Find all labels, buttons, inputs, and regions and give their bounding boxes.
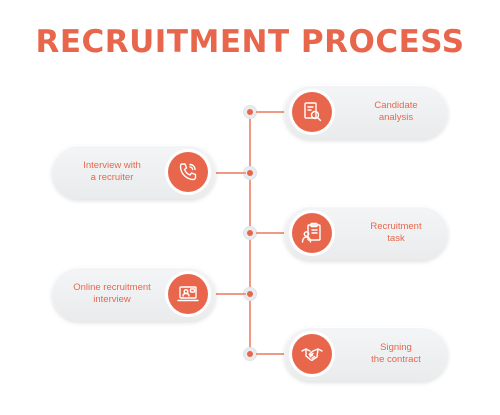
laptop-video-icon: [168, 274, 208, 314]
connector-2: [208, 172, 246, 174]
connector-1: [256, 111, 292, 113]
connector-5: [256, 353, 292, 355]
clipboard-person-icon: [292, 213, 332, 253]
timeline-node-4: [244, 288, 256, 300]
connector-3: [256, 232, 292, 234]
timeline-node-3: [244, 227, 256, 239]
timeline-node-1: [244, 106, 256, 118]
timeline-node-2: [244, 167, 256, 179]
page-title: RECRUITMENT PROCESS: [35, 24, 465, 60]
timeline-node-5: [244, 348, 256, 360]
document-search-icon: [292, 92, 332, 132]
handshake-icon: [292, 334, 332, 374]
connector-4: [208, 293, 246, 295]
phone-call-icon: [168, 152, 208, 192]
